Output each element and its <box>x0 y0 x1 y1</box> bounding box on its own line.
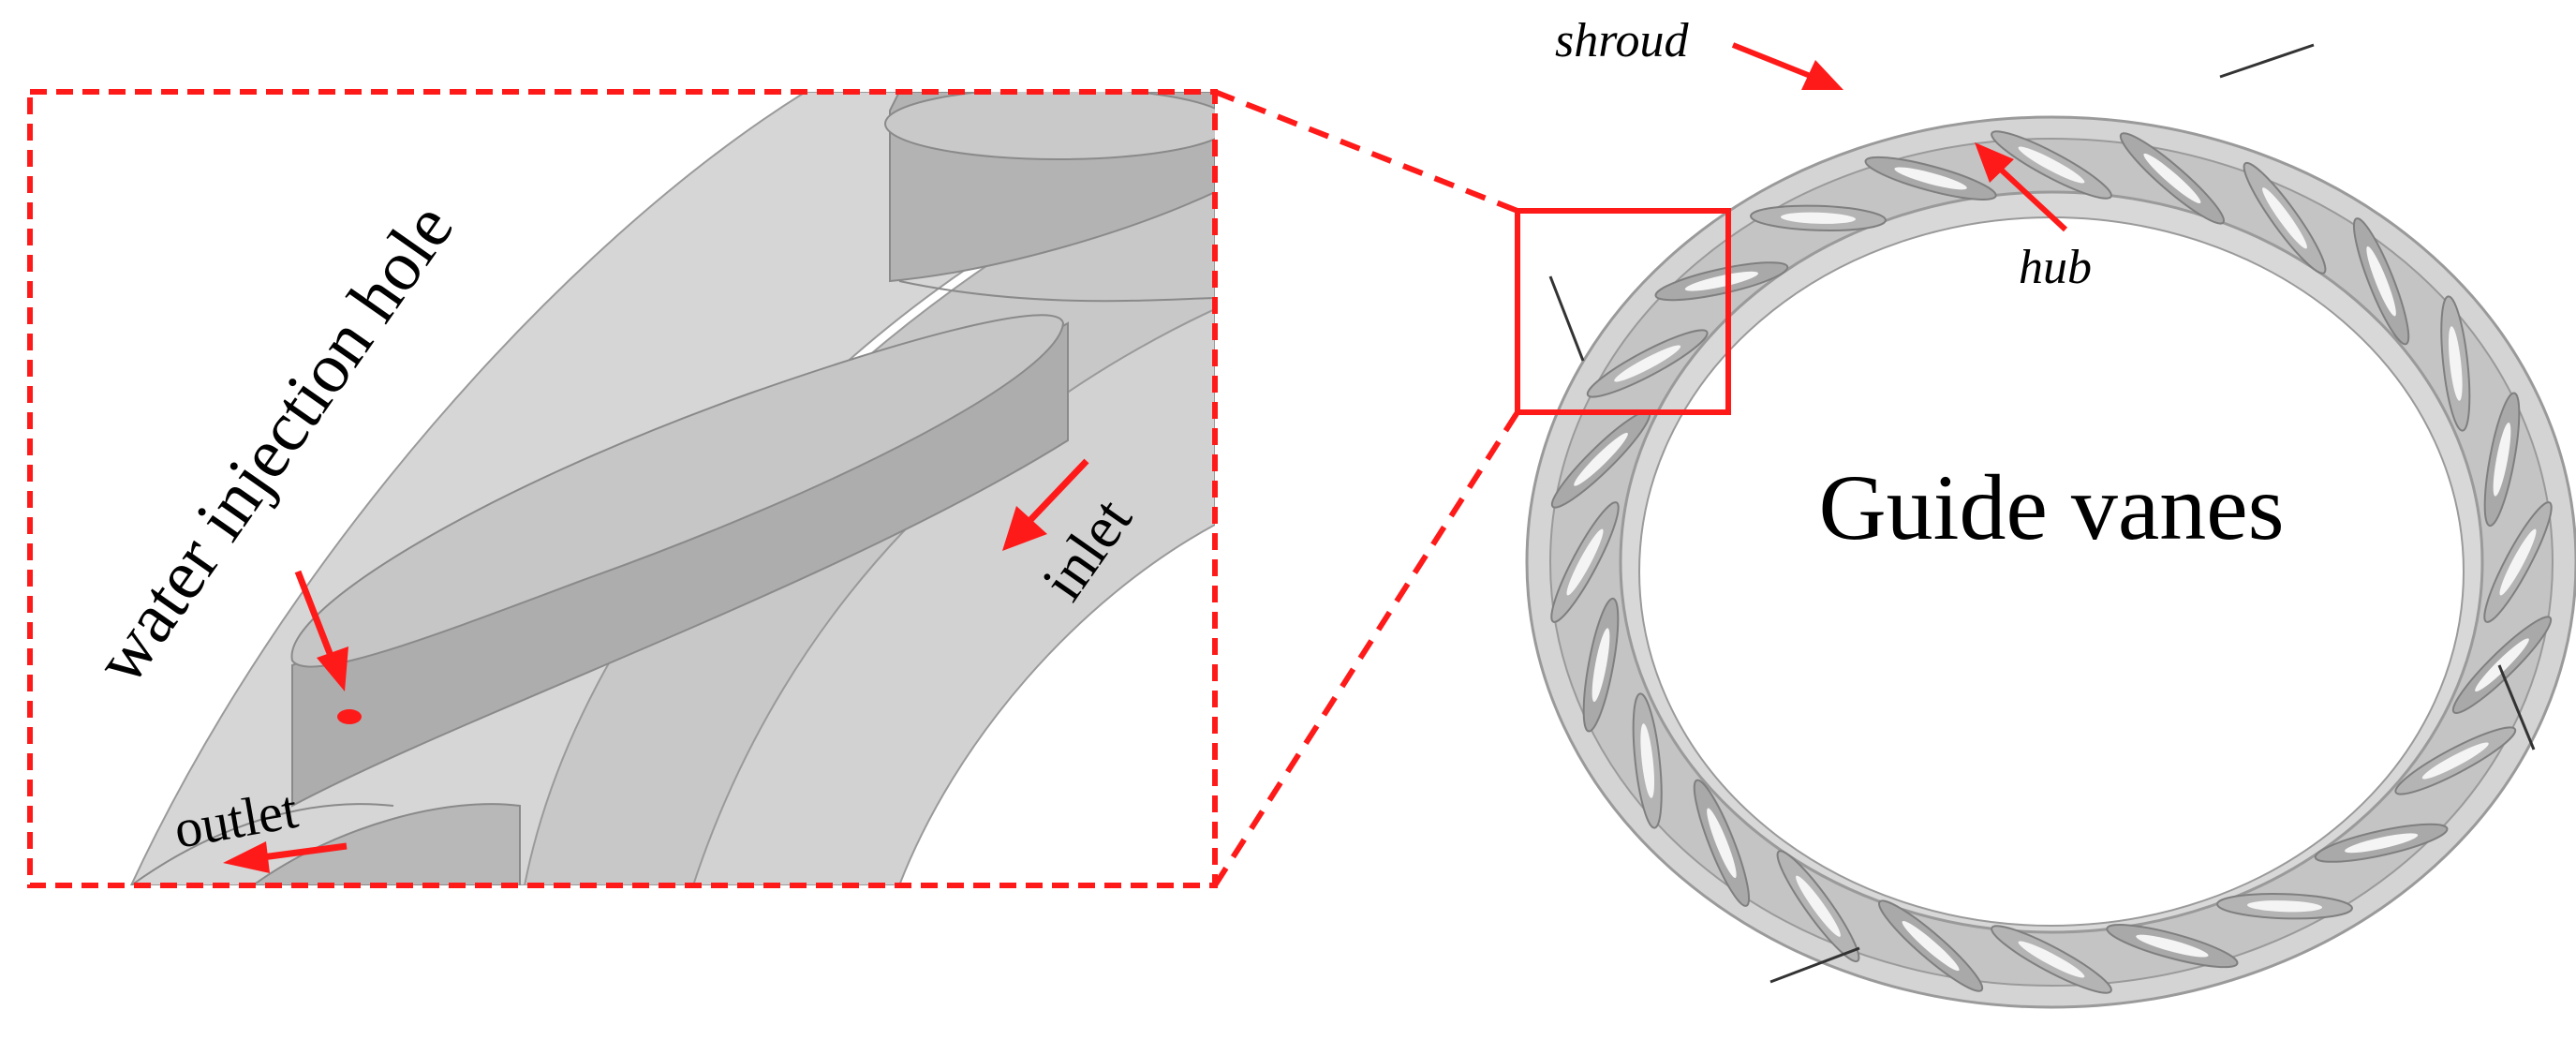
ring-vane-slot <box>2499 528 2537 596</box>
ring-vane-slot <box>1781 212 1856 224</box>
arrow-outlet <box>223 841 348 873</box>
water-injection-hole-dot <box>337 709 362 724</box>
ring-vane-slot <box>2018 941 2085 978</box>
ring-vanes <box>1550 130 2553 994</box>
ring-vane-slot <box>1614 345 1681 382</box>
ring-detail-box <box>1515 208 1731 415</box>
ring-vane-slot <box>2448 326 2463 401</box>
vane-middle <box>290 314 1069 808</box>
ring-vane-slot <box>1796 875 1841 937</box>
ring-vane-slot <box>2345 833 2419 854</box>
zoom-connector-bottom <box>1212 410 1520 887</box>
zoom-frame <box>27 89 1218 888</box>
ring-vane-slot <box>2247 900 2322 913</box>
arrow-inlet <box>1002 458 1089 551</box>
ring-vane-slot <box>1574 432 1628 486</box>
ring-vane-slot <box>2421 742 2489 780</box>
ring-vane-slot <box>1591 628 1610 703</box>
arrow-shroud <box>1731 42 1843 90</box>
label-guide-vanes: Guide vanes <box>1818 455 2284 559</box>
arrow-hub <box>1975 142 2068 232</box>
label-hub: hub <box>2019 241 2092 294</box>
ring-interior <box>1638 216 2465 927</box>
channel-inner-band <box>691 307 1215 885</box>
ring-vane-slot <box>2493 422 2511 497</box>
ring-vane-slot <box>2475 638 2529 692</box>
ring-vane-slot <box>1894 167 1967 190</box>
ring-vane-slot <box>2262 187 2307 249</box>
ring-vane-slot <box>2136 934 2209 958</box>
zoom-connector-top <box>1213 89 1519 214</box>
ring-vane-slot <box>2366 245 2396 317</box>
probe-markers <box>1548 43 2536 984</box>
vane-top <box>884 92 1215 303</box>
zoomed-detail-panel <box>129 92 1215 885</box>
ring-vane-slot <box>1640 723 1655 798</box>
arrow-water-injection-hole <box>294 570 348 691</box>
ring-vane-slot <box>2143 153 2201 203</box>
ring-vane-slot <box>1707 808 1737 879</box>
ring-vane-slot <box>1902 921 1960 972</box>
ring-vane-slot <box>2018 146 2085 184</box>
guide-vane-ring <box>1525 115 2576 1009</box>
ring-vane-slot <box>1684 271 1758 291</box>
ring-vane-slot <box>1566 528 1604 596</box>
vane-bottom <box>130 803 521 885</box>
label-shroud: shroud <box>1555 14 1690 67</box>
